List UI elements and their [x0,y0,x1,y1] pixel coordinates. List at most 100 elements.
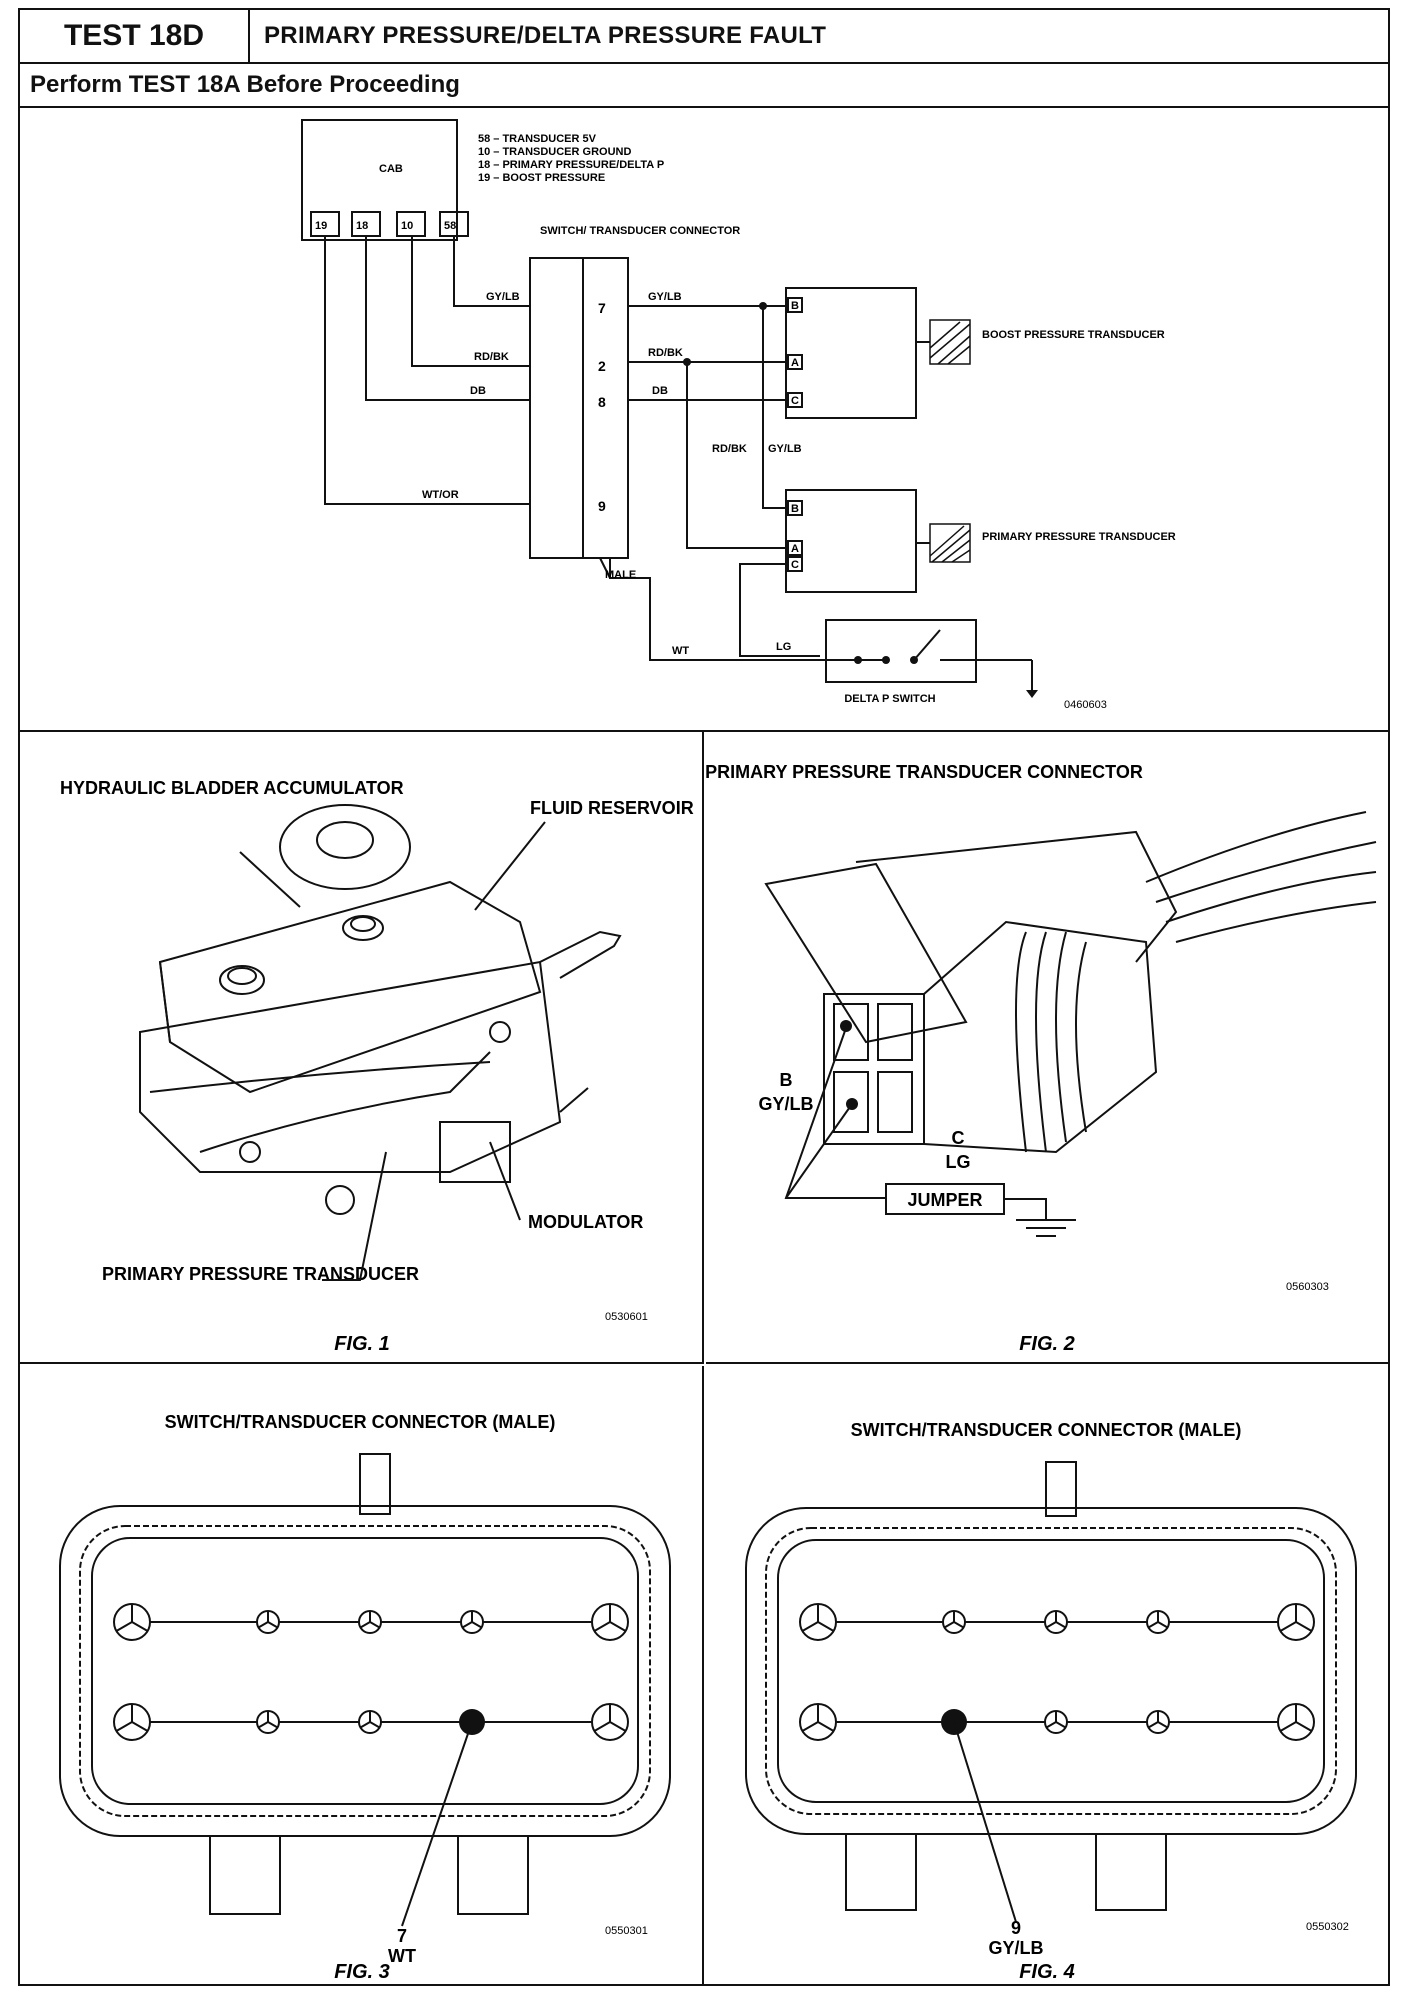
wiring-schematic-svg: CAB 19 18 10 58 58 – TRANSDUCER 5V 10 – … [301,119,1176,711]
legend-line-3: 18 – PRIMARY PRESSURE/DELTA P [478,159,664,171]
legend-line-2: 10 – TRANSDUCER GROUND [478,146,631,158]
boost-pressure-transducer [785,287,917,419]
delta-p-switch-label: DELTA P SWITCH [844,693,935,705]
connector-pin-socket [256,1610,280,1634]
cab-pin-58: 58 [444,220,456,232]
wiring-schematic: CAB 19 18 10 58 58 – TRANSDUCER 5V 10 – … [20,108,1388,732]
test-header: TEST 18D PRIMARY PRESSURE/DELTA PRESSURE… [20,10,1388,64]
connector-face [823,993,925,1145]
wire-label-gy-lb-3: GY/LB [768,443,802,455]
fig3-wire-color: WT [388,1946,416,1966]
cab-label: CAB [379,163,403,175]
connector-pin-7: 7 [598,300,606,316]
legend-line-1: 58 – TRANSDUCER 5V [478,133,597,145]
connector-pin-socket [358,1610,382,1634]
fig4-connector-shell [745,1507,1357,1835]
fig2-caption: FIG. 2 [1019,1333,1075,1355]
schematic-drawing-code: 0460603 [1064,699,1107,711]
fluid-reservoir [158,880,542,1094]
connector-pin-2: 2 [598,358,606,374]
fig2-svg: PRIMARY PRESSURE TRANSDUCER CONNECTOR [705,762,1377,1355]
test-id: TEST 18D [20,10,250,62]
fig3-connector-shell [59,1505,671,1837]
fig3-panel: SWITCH/TRANSDUCER CONNECTOR (MALE) 7 WT … [20,1366,704,1984]
fig3-svg: SWITCH/TRANSDUCER CONNECTOR (MALE) 7 WT … [59,1412,671,1983]
connector-pin-socket [113,1603,151,1641]
primary-pin-a: A [791,543,799,555]
connector-pin-socket [799,1703,837,1741]
switch-transducer-connector [529,257,629,559]
fig3-pin-number: 7 [397,1926,407,1946]
boost-transducer-label: BOOST PRESSURE TRANSDUCER [982,329,1165,341]
fig2-title: PRIMARY PRESSURE TRANSDUCER CONNECTOR [706,762,1143,782]
fig2-jumper-label: JUMPER [907,1190,982,1210]
fig2-panel: PRIMARY PRESSURE TRANSDUCER CONNECTOR [705,732,1388,1364]
fig4-caption: FIG. 4 [1019,1961,1075,1983]
transducer-connector-drawing [764,811,1377,1237]
connector-pin-socket [591,1603,629,1641]
fig4-svg: SWITCH/TRANSDUCER CONNECTOR (MALE) 9 GY/… [745,1420,1357,1983]
wire-wt-or-cab [324,236,530,505]
wire-label-db-1: DB [470,385,486,397]
cab-pin-19: 19 [315,220,327,232]
test-title: PRIMARY PRESSURE/DELTA PRESSURE FAULT [264,22,827,49]
connector-pin-socket [591,1703,629,1741]
fig3-title: SWITCH/TRANSDUCER CONNECTOR (MALE) [165,1412,556,1432]
connector-pin-socket [256,1710,280,1734]
fig4-title: SWITCH/TRANSDUCER CONNECTOR (MALE) [851,1420,1242,1440]
fig2-pin-c-wire: LG [946,1152,971,1172]
wire-db-cab [365,236,530,401]
fig2-title-line: PRIMARY PRESSURE TRANSDUCER CONNECTOR [706,762,1143,782]
connector-pin-socket [799,1603,837,1641]
connector-pin-socket [358,1710,382,1734]
boost-pin-b: B [791,300,799,312]
legend-line-4: 19 – BOOST PRESSURE [478,172,605,184]
connector-pin-8: 8 [598,394,606,410]
wire-label-rd-bk-2: RD/BK [648,347,683,359]
wire-label-gy-lb-1: GY/LB [486,291,520,303]
cab-pin-10: 10 [401,220,413,232]
fig1-label-modulator: MODULATOR [528,1212,643,1232]
connector-latch [764,862,968,1044]
fig1-label-reservoir: FLUID RESERVOIR [530,798,694,818]
fig1-panel: HYDRAULIC BLADDER ACCUMULATOR FLUID RESE… [20,732,704,1364]
connector-pin-9: 9 [598,498,606,514]
primary-pin-b: B [791,503,799,515]
primary-pin-c: C [791,559,799,571]
fig1-label-accumulator: HYDRAULIC BLADDER ACCUMULATOR [60,778,404,798]
wire-label-rd-bk-3: RD/BK [712,443,747,455]
fig3-connector-tab [359,1453,391,1515]
fig3-drawing-code: 0550301 [605,1925,648,1937]
connector-pin-socket [942,1610,966,1634]
connector-pin-socket [1146,1710,1170,1734]
fig2-pin-b-wire: GY/LB [758,1094,813,1114]
fig2-drawing-code: 0560303 [1286,1281,1329,1293]
connector-pin-socket [1277,1603,1315,1641]
wire-label-db-2: DB [652,385,668,397]
fig2-pin-c: C [952,1128,965,1148]
wire-label-rd-bk-1: RD/BK [474,351,509,363]
boost-pin-a: A [791,357,799,369]
fig4-connector-tab [1045,1461,1077,1517]
fig4-pin-grid [799,1603,1315,1741]
connector-pin-socket [1146,1610,1170,1634]
fig1-label-primary-transducer: PRIMARY PRESSURE TRANSDUCER [102,1264,419,1284]
wire-rd-bk-cab [411,236,530,367]
connector-label: SWITCH/ TRANSDUCER CONNECTOR [540,225,740,237]
wire-label-wt: WT [672,645,689,657]
prerequisite-note: Perform TEST 18A Before Proceeding [20,62,1388,108]
accumulator-dome [279,804,411,890]
wire-label-wt-or: WT/OR [422,489,459,501]
wire-label-gy-lb-2: GY/LB [648,291,682,303]
delta-p-switch [825,619,977,683]
wire-gy-lb-cab [453,236,530,307]
modulator-assembly-drawing [139,804,622,1281]
fig3-caption: FIG. 3 [334,1961,390,1983]
fig3-pin-grid [113,1603,629,1741]
fig4-pin-number: 9 [1011,1918,1021,1938]
fig4-drawing-code: 0550302 [1306,1921,1349,1933]
connector-pin-socket [460,1610,484,1634]
fig4-wire-color: GY/LB [988,1938,1043,1958]
connector-pin-socket [1044,1710,1068,1734]
wire-label-lg: LG [776,641,791,653]
